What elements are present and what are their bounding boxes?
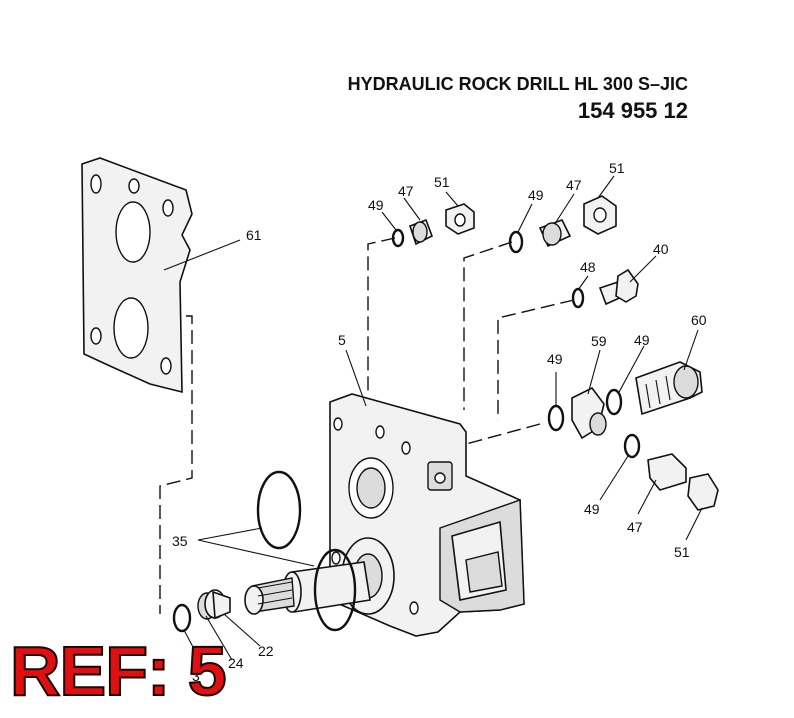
callout-49: 49 [584,501,600,517]
callout-40: 40 [653,241,669,257]
o-ring-35-lower [313,548,357,632]
callout-numbers: 61 5 49 47 51 49 47 51 48 40 60 49 59 49… [172,160,707,684]
callout-49: 49 [528,187,544,203]
drawing-title: HYDRAULIC ROCK DRILL HL 300 S–JIC [347,74,688,94]
callout-35: 35 [172,533,188,549]
fitting-group-e [623,433,719,511]
callout-48: 48 [580,259,596,275]
callout-22: 22 [258,643,274,659]
ref-label: REF: 5 [9,632,228,710]
leader-lines [163,175,703,669]
callout-47: 47 [398,183,414,199]
valve-body-block [329,393,525,637]
callout-51: 51 [609,160,625,176]
callout-49: 49 [368,197,384,213]
callout-3: 3 [192,668,200,684]
spring-coupling [197,589,231,620]
callout-47: 47 [627,519,643,535]
callout-49: 49 [634,332,650,348]
fitting-group-c [571,268,639,309]
fitting-group-a [391,203,475,248]
callout-51: 51 [674,544,690,560]
callout-47: 47 [566,177,582,193]
fitting-group-d [547,361,703,440]
o-ring-left [172,603,192,633]
callout-61: 61 [246,227,262,243]
fitting-group-b [508,195,617,254]
callout-49: 49 [547,351,563,367]
callout-59: 59 [591,333,607,349]
assembly-lines [159,237,575,614]
part-number: 154 955 12 [577,98,688,123]
callout-5: 5 [338,332,346,348]
drive-shaft [244,561,371,615]
callout-24: 24 [228,655,244,671]
callout-60: 60 [691,312,707,328]
gasket-plate [81,157,193,394]
o-ring-35-upper [256,470,302,550]
callout-51: 51 [434,174,450,190]
